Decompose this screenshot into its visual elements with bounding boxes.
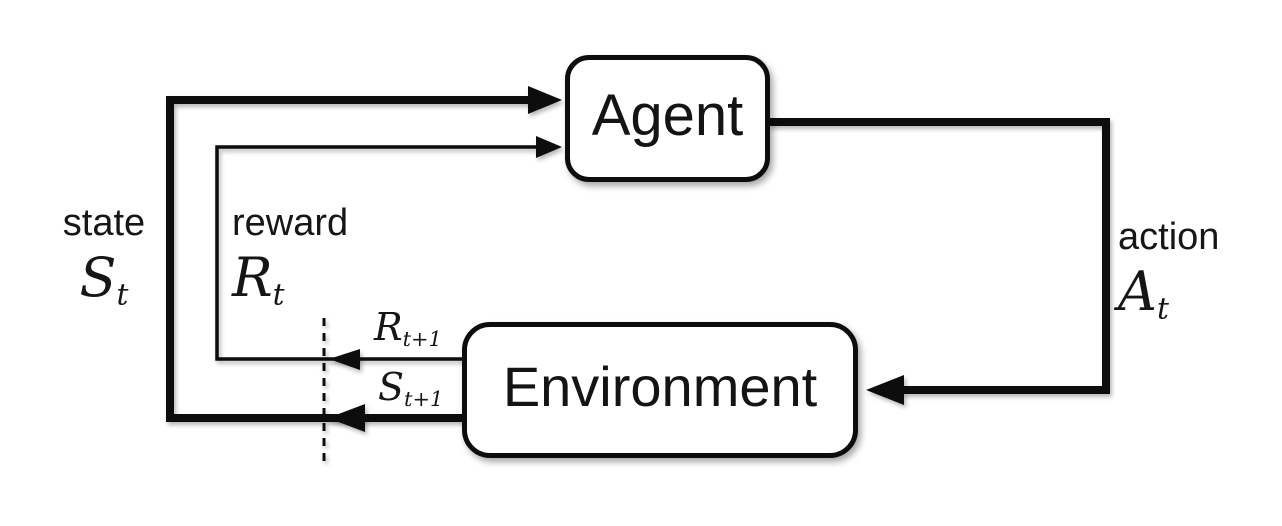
reward-arrowhead-time-boundary <box>329 349 360 370</box>
reward-subscript: t <box>272 276 285 312</box>
next-state-symbol: St+1 <box>378 365 444 411</box>
state-signal-label: state St <box>56 202 152 312</box>
agent-box: Agent <box>565 55 770 182</box>
reward-symbol: Rt <box>232 245 285 312</box>
action-symbol: At <box>1118 259 1169 326</box>
state-arrow-line <box>166 96 532 422</box>
action-arrowhead-into-environment <box>866 375 904 405</box>
environment-box: Environment <box>462 322 858 458</box>
state-subscript: t <box>116 276 129 312</box>
state-symbol: St <box>79 245 129 312</box>
environment-box-label: Environment <box>502 355 818 418</box>
state-word: state <box>62 202 146 244</box>
next-reward-subscript: t+1 <box>402 326 442 351</box>
action-word: action <box>1118 216 1220 258</box>
reward-word: reward <box>232 202 349 244</box>
action-arrow-line <box>768 118 1110 394</box>
action-signal-label: action At <box>1118 216 1220 326</box>
next-reward-symbol: Rt+1 <box>374 305 442 351</box>
state-arrowhead-time-boundary <box>328 404 365 432</box>
action-subscript: t <box>1157 290 1169 326</box>
reward-arrowhead-into-agent <box>536 136 562 158</box>
agent-box-label: Agent <box>591 82 744 148</box>
reward-signal-label: reward Rt <box>232 202 349 312</box>
state-arrowhead-into-agent <box>528 86 562 114</box>
next-state-subscript: t+1 <box>404 386 444 411</box>
